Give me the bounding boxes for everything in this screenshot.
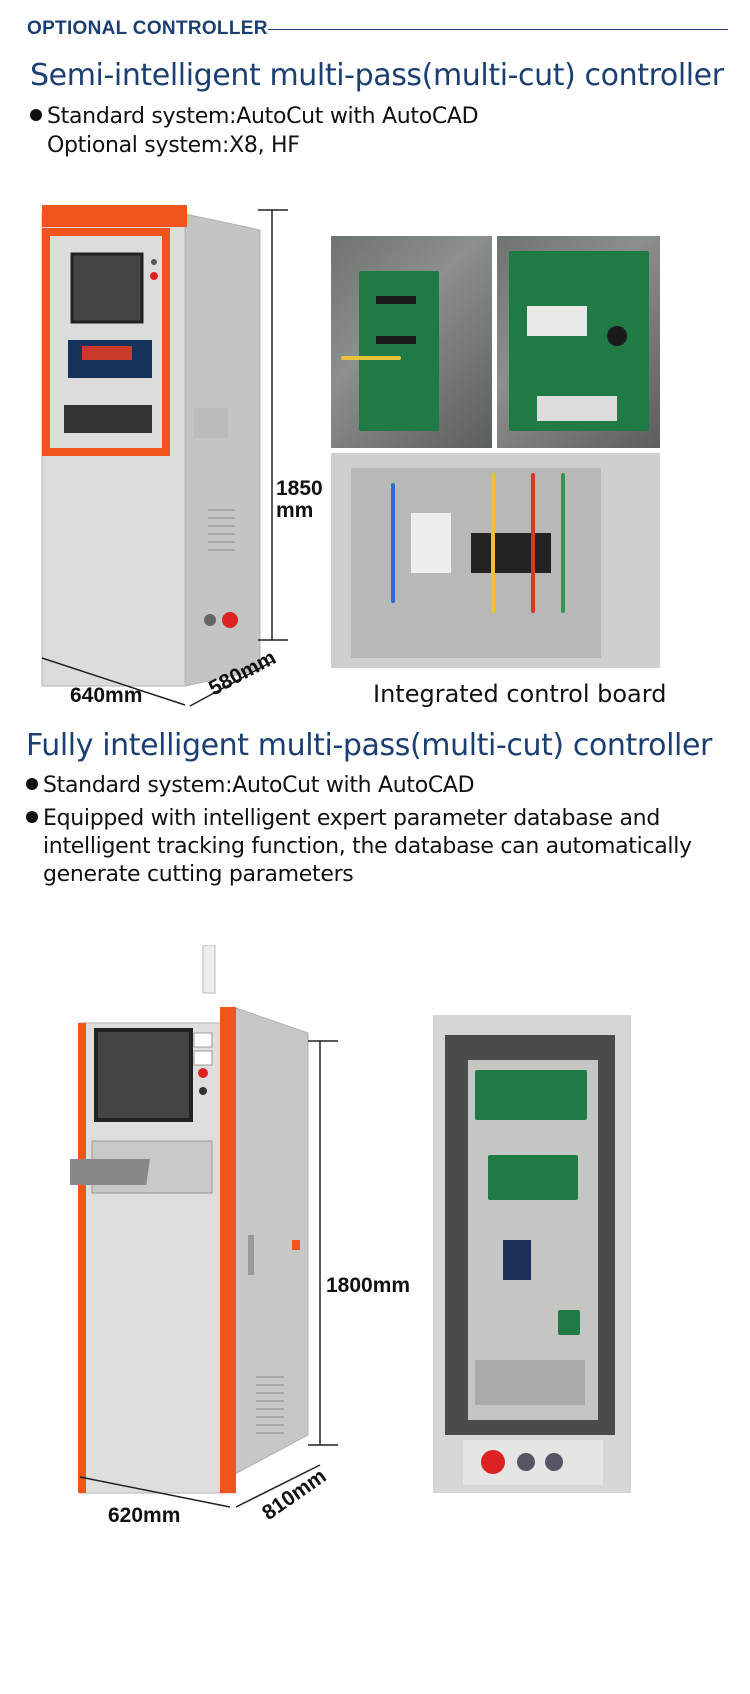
cabinet2-screen [94, 1028, 193, 1122]
cabinet1-height-label: 1850 mm [276, 477, 323, 522]
section1-title: Semi-intelligent multi-pass(multi-cut) c… [30, 58, 724, 93]
header-divider [268, 29, 728, 30]
section1-bullet: Standard system:AutoCut with AutoCAD [30, 102, 479, 132]
bullet-dot [26, 811, 38, 823]
section2-bullet-database: Equipped with intelligent expert paramet… [26, 804, 660, 834]
cabinet1-width-label: 640mm [70, 684, 143, 707]
cabinet2-illustration [70, 945, 338, 1508]
control-board-photo-1 [331, 236, 492, 448]
cabinet2-width-label: 620mm [108, 1504, 181, 1527]
cabinet1-screen [70, 252, 144, 324]
section2-bullet-database-line2: intelligent tracking function, the datab… [43, 834, 692, 859]
bullet-dot [26, 778, 38, 790]
cabinet1-top-trim [42, 205, 187, 227]
bullet-text-standard: Standard system:AutoCut with AutoCAD [47, 104, 479, 129]
section1-optional-text: Optional system:X8, HF [47, 133, 300, 158]
cabinet1-keyboard [64, 405, 152, 433]
open-cabinet-photo [433, 1015, 631, 1493]
control-board-photo-2 [497, 236, 660, 448]
cabinet1-side [184, 213, 261, 687]
section2-title: Fully intelligent multi-pass(multi-cut) … [26, 728, 712, 763]
cabinet1-illustration [41, 205, 288, 707]
section2-bullet-database-line3: generate cutting parameters [43, 862, 354, 887]
bullet-dot [30, 109, 42, 121]
section2-bullet-standard: Standard system:AutoCut with AutoCAD [26, 771, 475, 801]
control-board-photo-3 [331, 453, 660, 668]
cabinet2-height-label: 1800mm [326, 1274, 411, 1297]
section-header-title: OPTIONAL CONTROLLER [27, 18, 268, 39]
control-board-caption: Integrated control board [373, 680, 667, 708]
